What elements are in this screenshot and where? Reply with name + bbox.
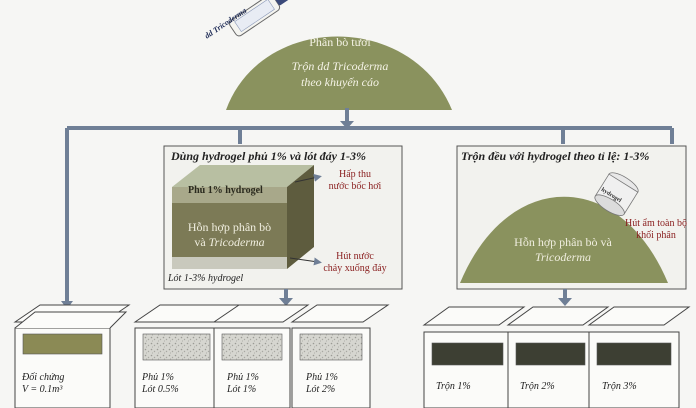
cube-cover-layer bbox=[172, 187, 287, 203]
panel-right-title: Trộn đều với hydrogel theo tỉ lệ: 1-3% bbox=[461, 149, 650, 163]
heap-mix-label-2: Tricoderma bbox=[534, 250, 591, 264]
heap-instruction-2: theo khuyến cáo bbox=[301, 75, 379, 89]
cube-top bbox=[172, 165, 314, 187]
box-label-cover1-line2: Phủ 1%Lót 2% bbox=[306, 372, 338, 395]
cover-layer-label: Phủ 1% hydrogel bbox=[188, 185, 263, 196]
absorb-drainage-label: Hút nước chảy xuống đáy bbox=[323, 251, 387, 274]
panel-left-title: Dùng hydrogel phủ 1% và lót đáy 1-3% bbox=[171, 149, 366, 163]
heap-title: Phân bò tươi bbox=[309, 35, 371, 49]
box-label-mix2: Trộn 2% bbox=[520, 381, 555, 392]
cube-side bbox=[287, 165, 314, 269]
trichoderma-bottle bbox=[229, 0, 291, 37]
cube-mix-label-2: và Tricoderma bbox=[194, 235, 265, 249]
box-label-cover1-line1: Phủ 1%Lót 1% bbox=[227, 372, 259, 395]
box-cover1-line1 bbox=[212, 304, 310, 408]
box-mix2 bbox=[506, 306, 610, 408]
box-control bbox=[13, 304, 131, 408]
absorb-evaporation-label: Hấp thu nước bốc hơi bbox=[328, 169, 382, 192]
box-mix1 bbox=[422, 306, 526, 408]
heap-instruction-1: Trộn dd Tricoderma bbox=[291, 59, 389, 73]
cube-bottom-layer bbox=[172, 257, 287, 269]
bottom-layer-label: Lót 1-3% hydrogel bbox=[168, 273, 244, 284]
box-label-mix1: Trộn 1% bbox=[436, 381, 471, 392]
manure-heap-top bbox=[226, 36, 452, 110]
hydrogel-jar bbox=[594, 172, 639, 216]
box-mix3 bbox=[587, 306, 691, 408]
box-label-mix3: Trộn 3% bbox=[602, 381, 637, 392]
box-cover1-line2 bbox=[290, 304, 390, 408]
box-label-cover1-line05: Phủ 1%Lót 0.5% bbox=[142, 372, 179, 395]
heap-mix-label-1: Hỗn hợp phân bò và bbox=[514, 235, 612, 249]
manure-heap-mixed bbox=[460, 196, 668, 283]
cube-mix-label-1: Hỗn hợp phân bò bbox=[187, 220, 272, 234]
cube-front bbox=[172, 203, 287, 257]
absorb-whole-label: Hút ẩm toàn bộ khối phân bbox=[625, 218, 687, 241]
